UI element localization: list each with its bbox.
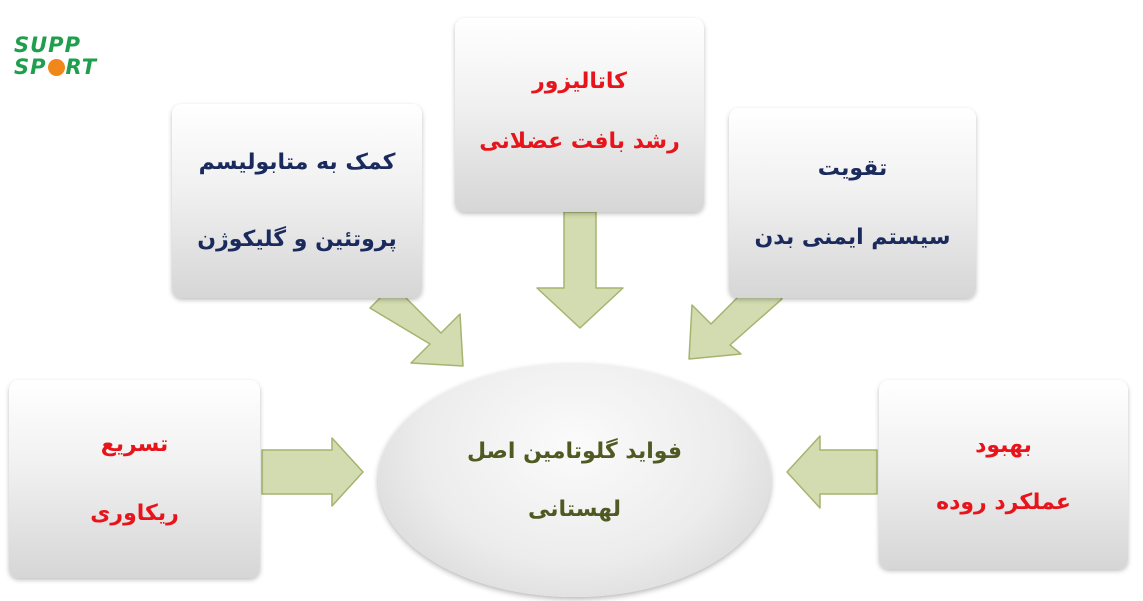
benefit-title: بهبود bbox=[975, 433, 1032, 459]
center-subtitle: لهستانی bbox=[528, 496, 621, 522]
supp-sport-logo: SUPP SP RT bbox=[14, 34, 124, 90]
arrow-right-icon bbox=[261, 437, 364, 507]
arrow-down-icon bbox=[536, 211, 624, 329]
benefit-box-immune: تقویت سیستم ایمنی بدن bbox=[729, 108, 976, 298]
benefit-subtitle: سیستم ایمنی بدن bbox=[754, 224, 951, 250]
benefit-box-metabolism: کمک به متابولیسم پروتئین و گلیکوژن bbox=[172, 104, 422, 298]
benefit-title: تسریع bbox=[100, 431, 169, 457]
benefit-title: کمک به متابولیسم bbox=[198, 149, 396, 175]
benefit-subtitle: پروتئین و گلیکوژن bbox=[197, 226, 397, 252]
logo-line1: SUPP bbox=[14, 33, 81, 57]
benefit-title: تقویت bbox=[817, 155, 888, 181]
logo-line2: SP RT bbox=[14, 56, 124, 78]
benefit-box-gut: بهبود عملکرد روده bbox=[879, 380, 1128, 569]
logo-line2-start: SP bbox=[14, 55, 47, 79]
arrow-left-icon bbox=[786, 435, 878, 509]
benefit-subtitle: عملکرد روده bbox=[936, 489, 1071, 515]
benefit-subtitle: رشد بافت عضلانی bbox=[479, 129, 680, 154]
benefit-box-catalyze: کاتالیزور رشد بافت عضلانی bbox=[455, 18, 704, 212]
benefit-box-recovery: تسریع ریکاوری bbox=[9, 380, 260, 578]
logo-line2-end: RT bbox=[65, 55, 98, 79]
center-ellipse: فواید گلوتامین اصل لهستانی bbox=[378, 364, 771, 597]
benefit-title: کاتالیزور bbox=[532, 69, 627, 94]
center-title: فواید گلوتامین اصل bbox=[467, 438, 682, 464]
benefit-subtitle: ریکاوری bbox=[90, 500, 179, 526]
basketball-icon bbox=[47, 59, 65, 76]
